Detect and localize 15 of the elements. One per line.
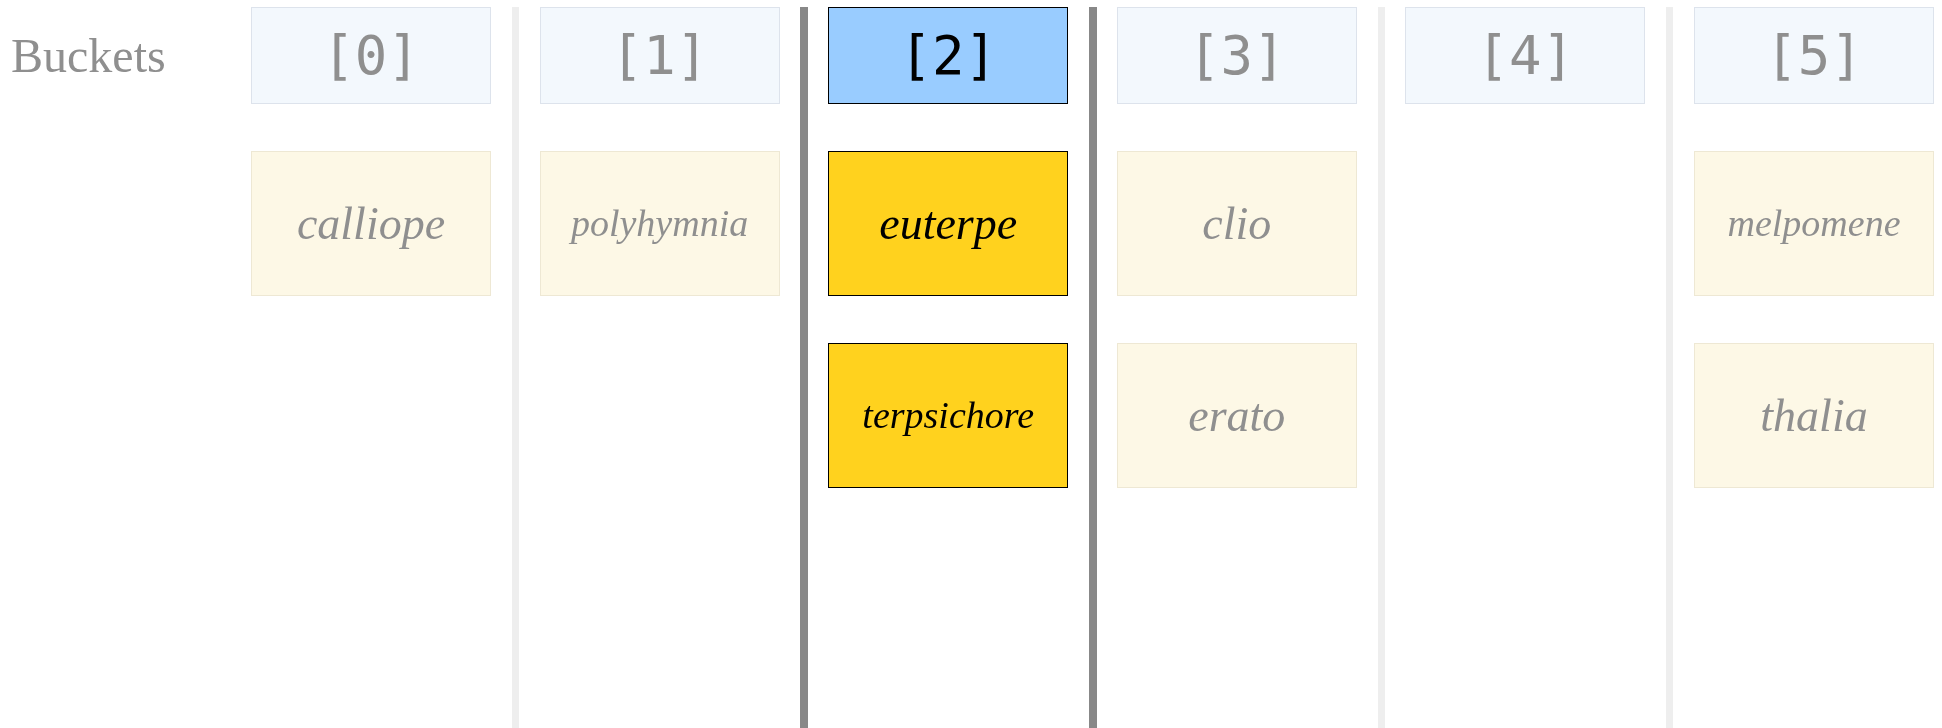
bucket-entry: calliope — [251, 151, 491, 296]
bucket-header: [2] — [828, 7, 1069, 104]
bucket-header: [0] — [251, 7, 491, 104]
bucket-header: [1] — [539, 7, 780, 104]
bucket-entry: polyhymnia — [539, 151, 780, 296]
bucket-header: [5] — [1694, 7, 1934, 104]
bucket-entry: melpomene — [1694, 151, 1934, 296]
bucket-entry: erato — [1116, 343, 1357, 488]
bucket-header: [3] — [1116, 7, 1357, 104]
bucket-entry: thalia — [1694, 343, 1934, 488]
bucket-header: [4] — [1405, 7, 1646, 104]
row-heading: Buckets — [11, 28, 166, 84]
bucket-entry: euterpe — [828, 151, 1069, 296]
bucket-entry: terpsichore — [828, 343, 1069, 488]
bucket-entry: clio — [1116, 151, 1357, 296]
